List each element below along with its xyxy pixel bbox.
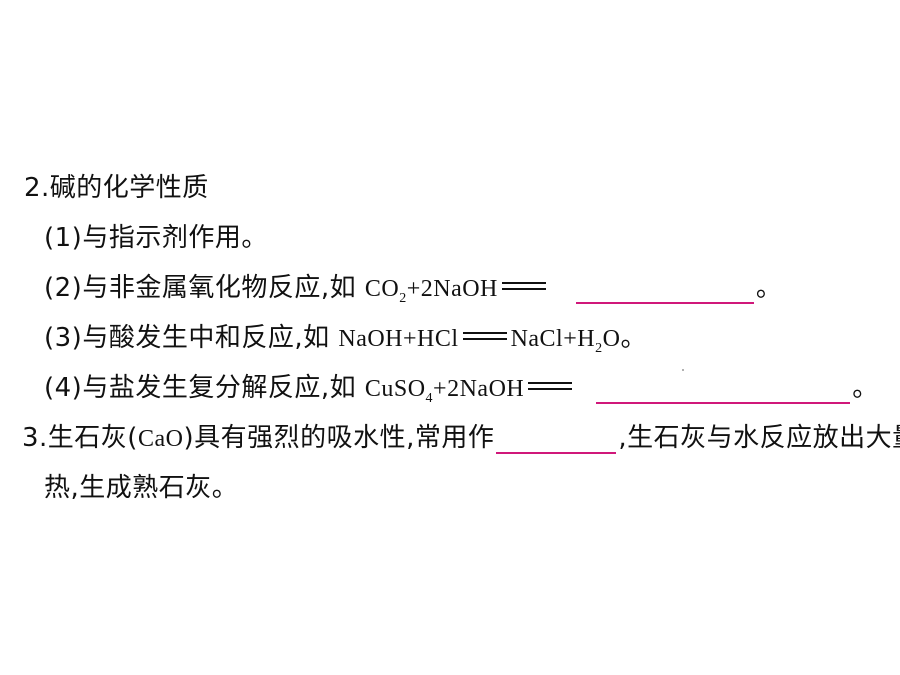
section3-line1: 3.生石灰(CaO)具有强烈的吸水性,常用作 ,生石灰与水反应放出大量	[22, 422, 900, 455]
item4-equals-sign	[528, 380, 573, 392]
section3-cao: CaO	[137, 426, 184, 452]
item4-cuso-subscript: 4	[425, 391, 434, 406]
section3-answer-blank[interactable]	[496, 424, 617, 454]
section3-prefix: 3.生石灰(	[22, 423, 138, 453]
item3-line: (3)与酸发生中和反应,如 NaOH+HCl NaCl+H2O。	[44, 322, 647, 365]
item4-end: 。	[852, 373, 879, 403]
item2-co-subscript: 2	[399, 291, 407, 306]
item3-h-subscript: 2	[595, 341, 603, 356]
item2-reactant2: +2NaOH	[406, 276, 498, 302]
item3-equals-sign	[462, 330, 507, 342]
item3-reactants: NaOH+HCl	[338, 326, 459, 352]
item2-prefix: (2)与非金属氧化物反应,如	[44, 273, 365, 303]
item4-prefix: (4)与盐发生复分解反应,如	[44, 373, 365, 403]
stray-dot	[682, 369, 684, 371]
section3-line2: 热,生成熟石灰。	[44, 472, 238, 504]
item3-end: 。	[620, 323, 647, 353]
section3-suffix: ,生石灰与水反应放出大量	[618, 423, 900, 453]
item2-line: (2)与非金属氧化物反应,如 CO2+2NaOH 。	[44, 272, 782, 315]
section2-title: 2.碱的化学性质	[24, 172, 209, 204]
item3-o: O	[602, 326, 621, 352]
item3-prefix: (3)与酸发生中和反应,如	[44, 323, 339, 353]
item2-end: 。	[755, 273, 783, 303]
item4-reactant2: +2NaOH	[433, 376, 525, 402]
section3-middle: )具有强烈的吸水性,常用作	[183, 423, 495, 453]
section2-title-text: 2.碱的化学性质	[24, 173, 209, 203]
item1-line: (1)与指示剂作用。	[44, 222, 268, 254]
item4-answer-blank[interactable]	[596, 374, 851, 404]
section3-line2-text: 热,生成熟石灰。	[44, 473, 239, 503]
item3-product: NaCl+H	[510, 326, 596, 352]
item2-equals-sign	[501, 280, 546, 292]
item4-cuso: CuSO	[364, 376, 426, 402]
item2-answer-blank[interactable]	[575, 274, 754, 304]
item1-text: (1)与指示剂作用。	[44, 223, 268, 253]
item4-line: (4)与盐发生复分解反应,如 CuSO4+2NaOH 。	[44, 372, 879, 415]
item2-co: CO	[364, 276, 400, 302]
